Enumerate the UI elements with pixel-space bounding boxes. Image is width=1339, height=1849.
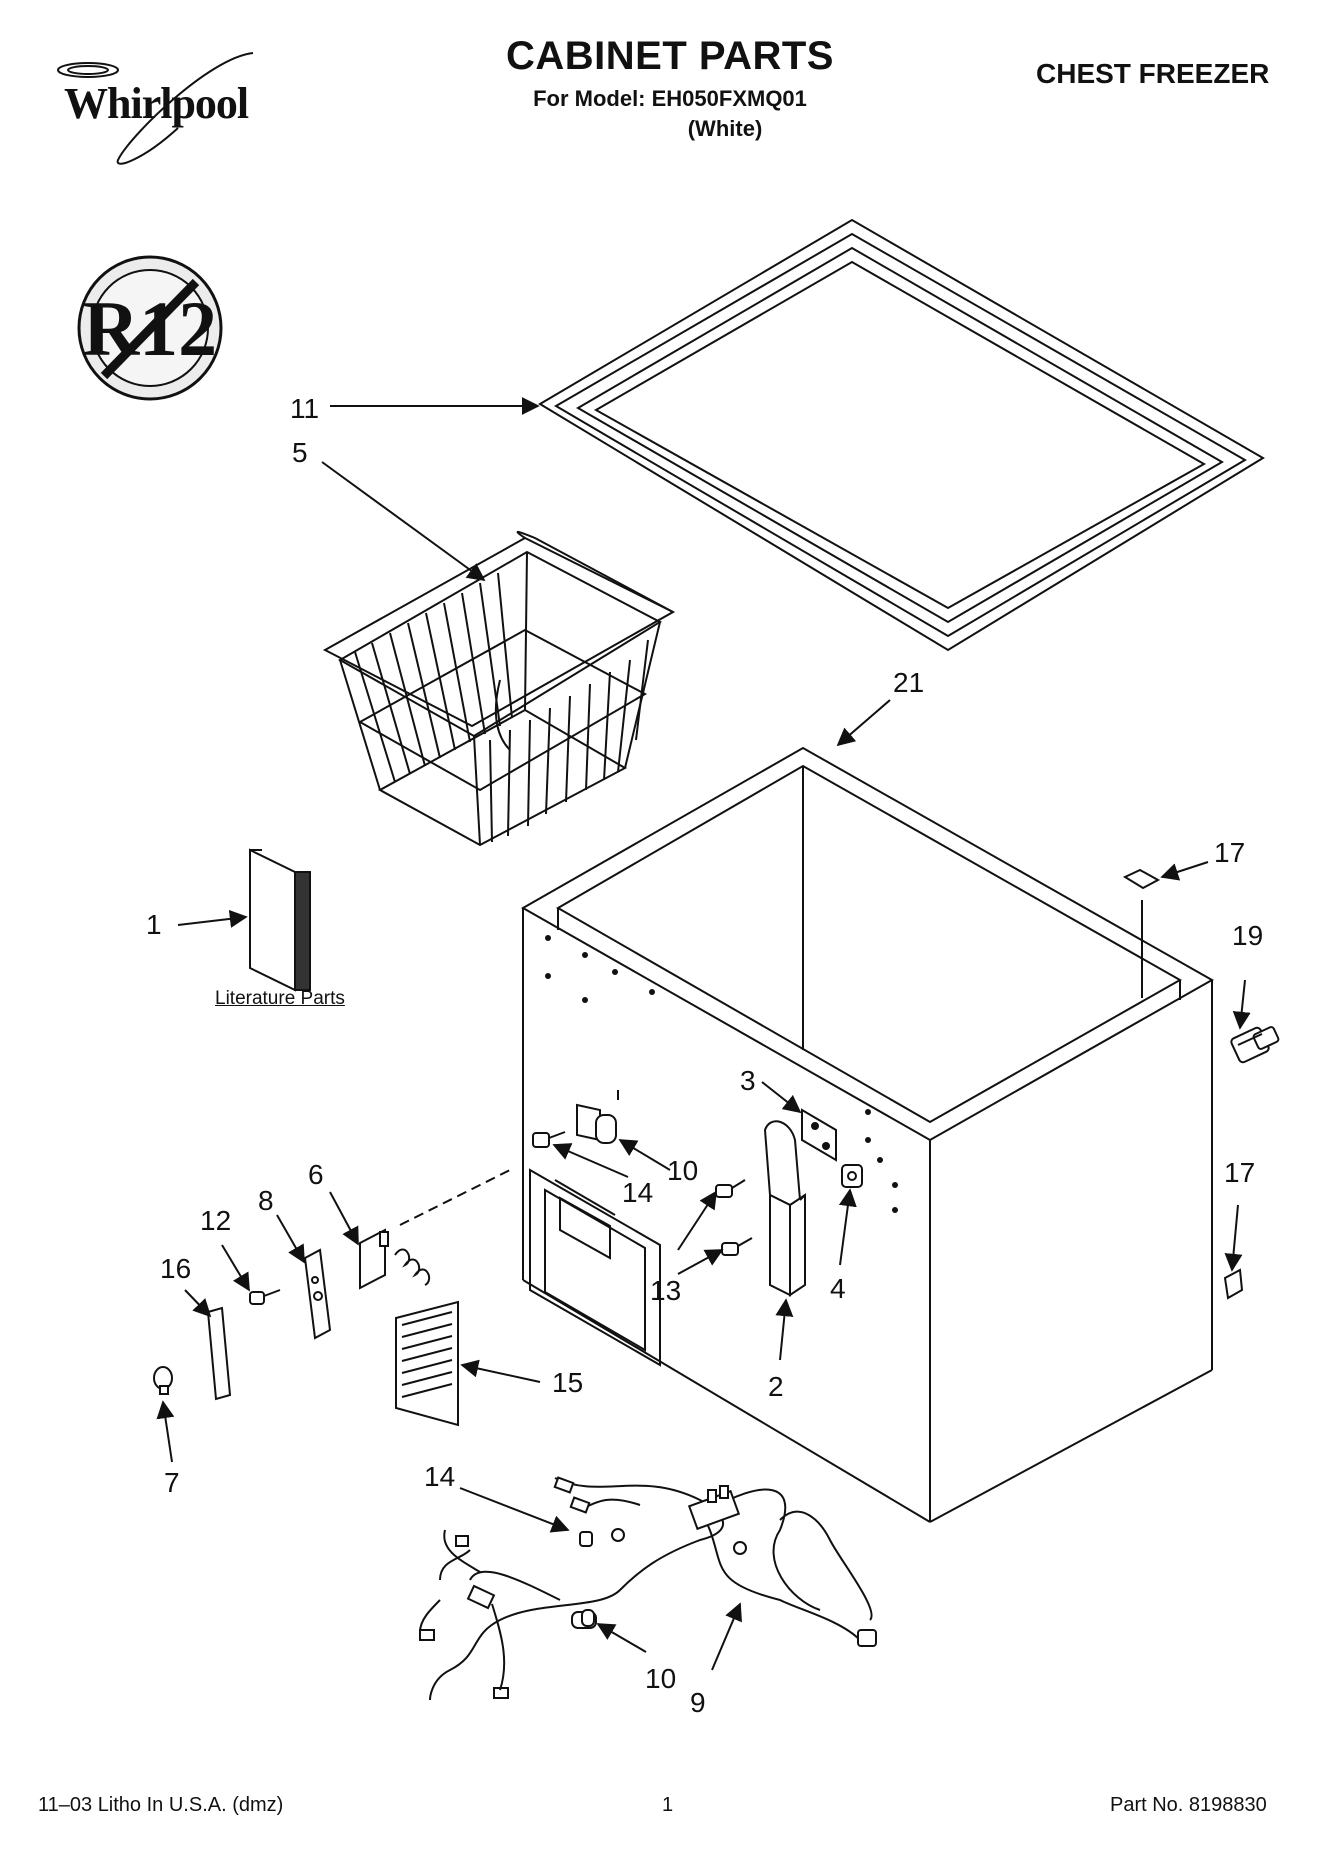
callout-14-top: 14 <box>622 1177 653 1208</box>
callout-12: 12 <box>200 1205 231 1236</box>
no-r12-icon: R12 <box>77 255 223 401</box>
callout-5: 5 <box>292 437 308 468</box>
callout-17-top: 17 <box>1214 837 1245 868</box>
callout-14-bottom: 14 <box>424 1461 455 1492</box>
wire-basket-part <box>322 531 676 847</box>
brand-wordmark: Whirlpool <box>64 79 249 128</box>
tape-label-part <box>1122 868 1161 890</box>
control-knob-part <box>153 1366 173 1395</box>
leader-lines <box>156 397 1251 1671</box>
connection-dashed-line <box>399 1169 511 1226</box>
callout-10-bottom: 10 <box>645 1663 676 1694</box>
callout-16: 16 <box>160 1253 191 1284</box>
hinge-part <box>763 1120 806 1297</box>
product-type: CHEST FREEZER <box>1036 58 1270 89</box>
footer-part-number: Part No. 8198830 <box>1110 1794 1267 1816</box>
callout-8: 8 <box>258 1185 274 1216</box>
footer-litho: 11–03 Litho In U.S.A. (dmz) <box>38 1794 284 1816</box>
no-r12-badge: R12 <box>74 252 226 404</box>
tape-part <box>1223 1268 1244 1300</box>
hinge-plate-part <box>801 1108 837 1162</box>
callout-3: 3 <box>740 1065 756 1096</box>
literature-parts-label: Literature Parts <box>215 988 345 1009</box>
control-bracket-part <box>303 1248 332 1340</box>
callout-13: 13 <box>650 1275 681 1306</box>
brand-logo: Whirlpool <box>48 48 288 168</box>
callout-2: 2 <box>768 1371 784 1402</box>
literature-book-part <box>249 848 311 992</box>
drain-plug-part <box>1230 1026 1280 1064</box>
callout-4: 4 <box>830 1273 846 1304</box>
callout-numbers: 11 5 21 17 19 1 3 10 14 6 8 12 16 13 4 1… <box>146 393 1263 1718</box>
model-line: For Model: EH050FXMQ01 <box>533 86 807 111</box>
callout-17-bottom: 17 <box>1224 1157 1255 1188</box>
color-line: (White) <box>687 116 763 141</box>
footer-page-number: 1 <box>662 1794 674 1816</box>
callout-6: 6 <box>308 1159 324 1190</box>
callout-11: 11 <box>290 393 319 424</box>
tubing-clamp-part <box>576 1090 619 1144</box>
bracket-screw-part <box>249 1289 281 1305</box>
callout-7: 7 <box>164 1467 180 1498</box>
compressor-grille-part <box>395 1300 459 1427</box>
callout-10-top: 10 <box>667 1155 698 1186</box>
wiring-harness-part <box>419 1476 877 1701</box>
callout-1: 1 <box>146 909 162 940</box>
temperature-control-part <box>359 1228 431 1290</box>
callout-15: 15 <box>552 1367 583 1398</box>
page-title: CABINET PARTS <box>506 34 834 78</box>
hinge-screw-part <box>715 1179 753 1256</box>
label-strip-part <box>206 1306 232 1401</box>
bushing-part <box>841 1164 863 1188</box>
callout-21: 21 <box>893 667 924 698</box>
callout-9: 9 <box>690 1687 706 1718</box>
callout-19: 19 <box>1232 920 1263 951</box>
lid-gasket-part <box>538 218 1265 652</box>
clamp-screw-part <box>532 1131 566 1148</box>
cabinet-part <box>520 746 1215 1523</box>
logo-swoosh-icon <box>57 52 254 165</box>
